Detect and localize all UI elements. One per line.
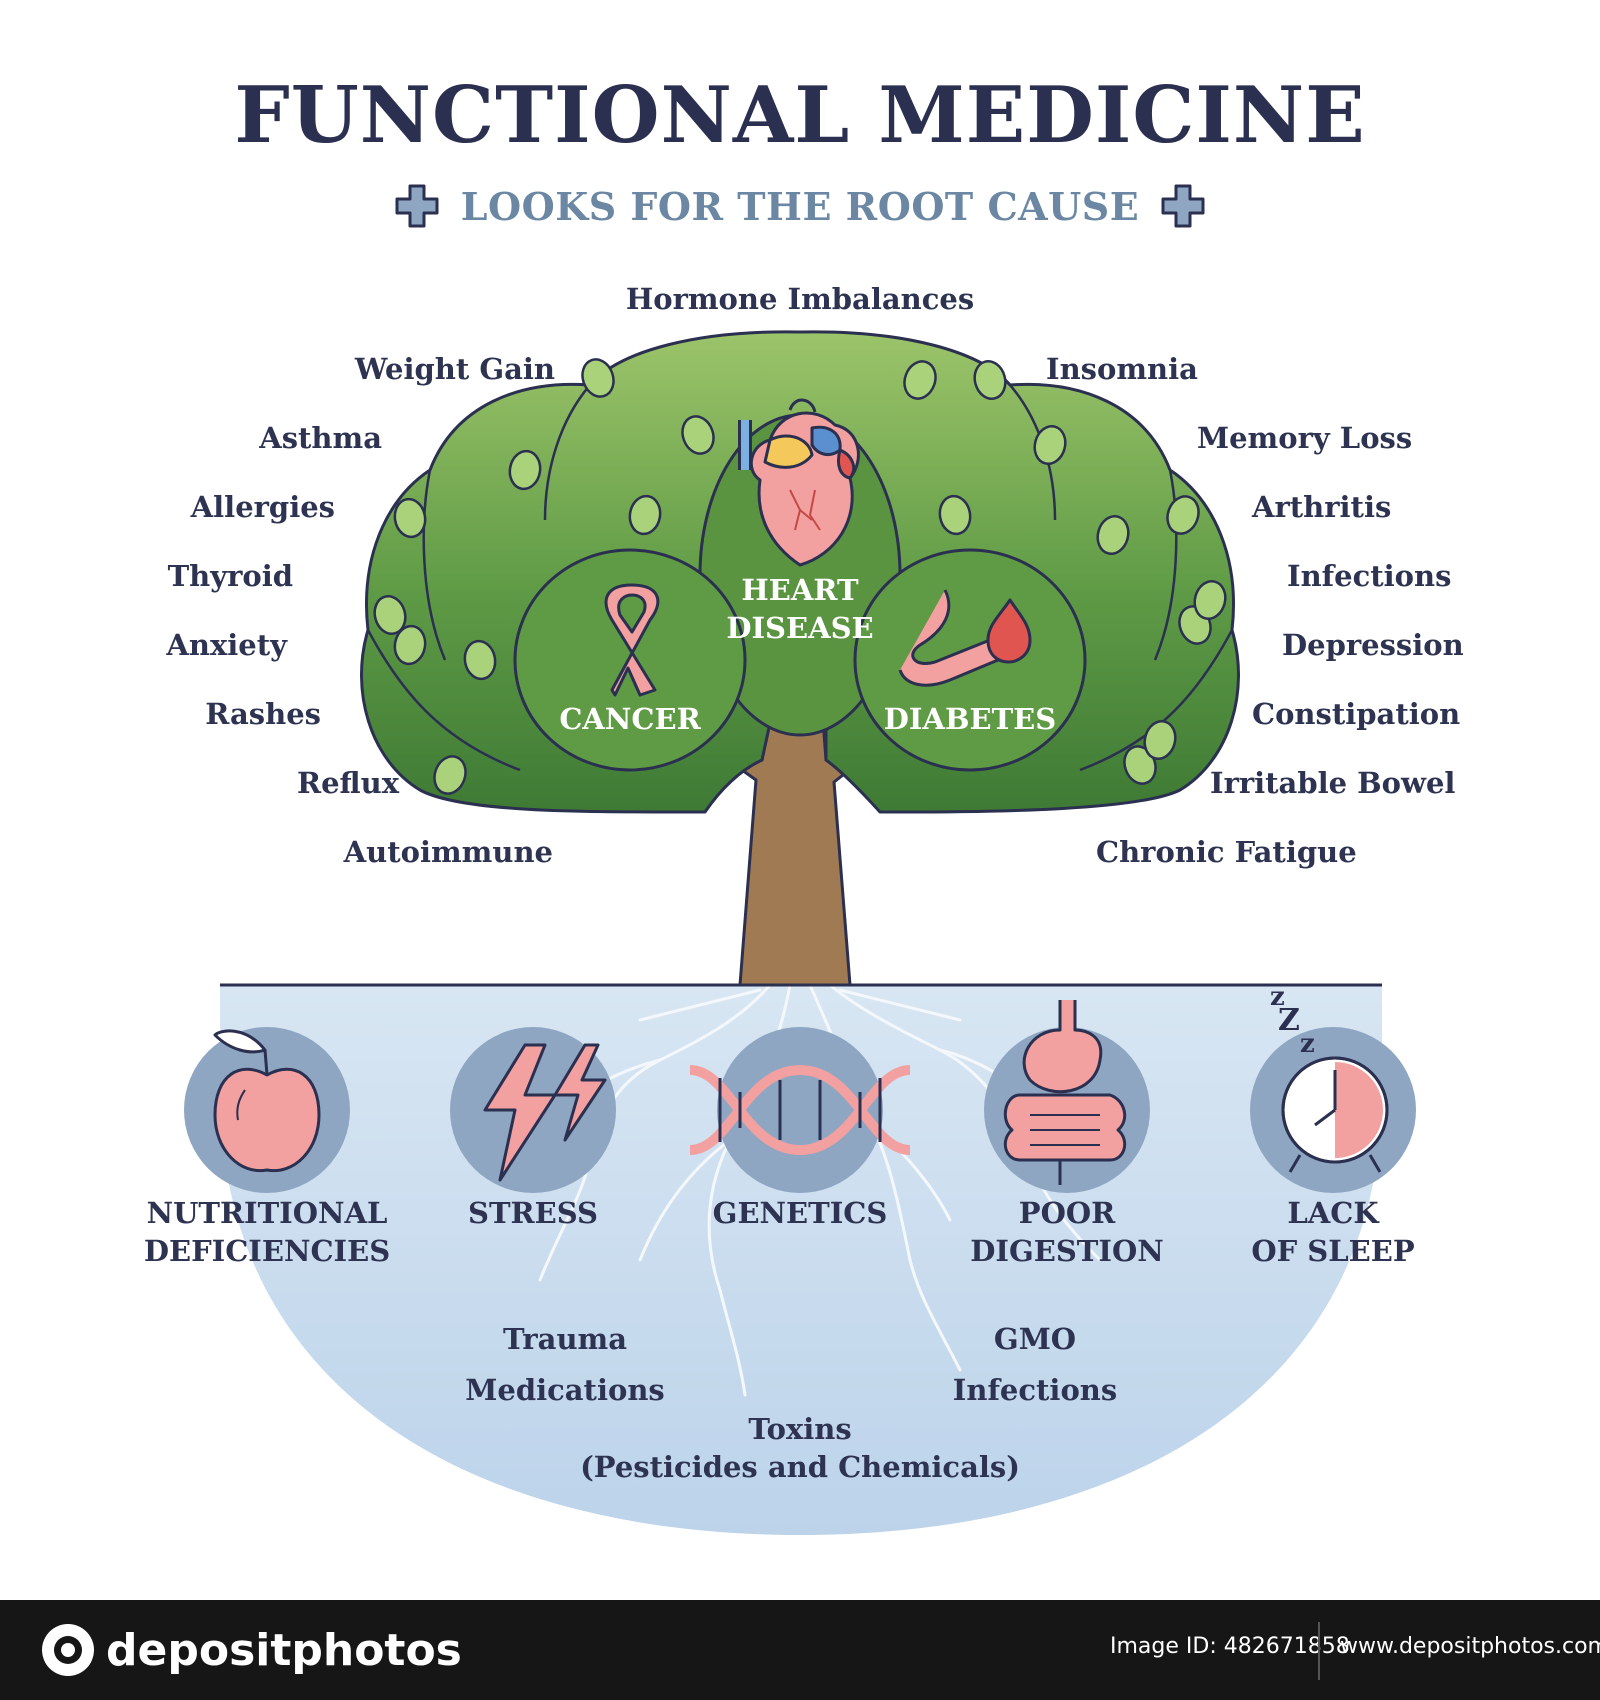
- cause-gmo: GMO: [993, 1322, 1077, 1356]
- alarm-clock-icon: z Z z: [1270, 982, 1389, 1173]
- symptom-left: Allergies: [190, 490, 335, 524]
- stomach-icon: [1003, 1000, 1127, 1185]
- cause-medications: Medications: [465, 1373, 665, 1407]
- cause-infections: Infections: [952, 1373, 1118, 1407]
- image-id: Image ID: 482671858: [1110, 1634, 1350, 1659]
- medical-cross-icon: [1161, 184, 1205, 228]
- root-cause-label-genetics: GENETICS: [712, 1196, 888, 1230]
- page-title: FUNCTIONAL MEDICINE: [234, 70, 1366, 161]
- symptom-left: Weight Gain: [354, 352, 555, 386]
- footer-divider: [1318, 1622, 1320, 1680]
- root-cause-label-nutritional: NUTRITIONAL DEFICIENCIES: [143, 1196, 391, 1268]
- cancer-ribbon-icon: [604, 583, 660, 697]
- symptom-left: Rashes: [205, 697, 321, 731]
- symptom-left: Thyroid: [167, 559, 293, 593]
- cause-toxins-detail: (Pesticides and Chemicals): [580, 1450, 1020, 1484]
- heart-disease-line2: DISEASE: [726, 611, 874, 645]
- medical-cross-icon: [395, 184, 439, 228]
- heart-disease-label: HEART DISEASE: [700, 571, 900, 647]
- heart-disease-line1: HEART: [741, 573, 859, 607]
- symptom-left: Anxiety: [166, 628, 287, 662]
- root-cause-label-sleep: LACK OF SLEEP: [1251, 1196, 1415, 1268]
- symptom-right: Depression: [1282, 628, 1464, 662]
- heart-organ-icon: [738, 398, 860, 567]
- symptom-right: Insomnia: [1046, 352, 1198, 386]
- brand-name: depositphotos: [106, 1624, 462, 1676]
- dna-icon: [689, 1064, 911, 1156]
- diabetes-label: DIABETES: [883, 702, 1057, 736]
- symptom-left: Asthma: [259, 421, 382, 455]
- svg-text:z: z: [1270, 982, 1285, 1012]
- lightning-icon: [483, 1043, 607, 1182]
- diabetes-icon: [898, 589, 1032, 687]
- tree-illustration: z Z z: [184, 330, 1416, 1535]
- root-cause-label-stress: STRESS: [468, 1196, 598, 1230]
- symptom-left: Reflux: [296, 766, 399, 800]
- svg-text:Z: Z: [1278, 1003, 1300, 1038]
- cause-trauma: Trauma: [502, 1322, 628, 1356]
- symptom-right: Arthritis: [1252, 490, 1392, 524]
- symptom-right: Constipation: [1252, 697, 1461, 731]
- symptom-right: Irritable Bowel: [1210, 766, 1456, 800]
- apple-icon: [213, 1029, 321, 1173]
- site-url[interactable]: www.depositphotos.com: [1340, 1634, 1600, 1659]
- subtitle-row: LOOKS FOR THE ROOT CAUSE: [0, 182, 1600, 230]
- svg-text:z: z: [1300, 1029, 1315, 1059]
- cause-toxins: Toxins: [748, 1412, 852, 1446]
- symptom-top: Hormone Imbalances: [625, 282, 975, 316]
- brand-logo[interactable]: depositphotos: [40, 1622, 462, 1678]
- symptom-right: Infections: [1287, 559, 1452, 593]
- camera-logo-icon: [42, 1624, 94, 1676]
- symptom-right: Chronic Fatigue: [1096, 835, 1357, 869]
- symptom-right: Memory Loss: [1197, 421, 1413, 455]
- footer-bar: depositphotos Image ID: 482671858 www.de…: [0, 1600, 1600, 1700]
- leaves: [373, 358, 1227, 795]
- page-subtitle: LOOKS FOR THE ROOT CAUSE: [460, 183, 1140, 229]
- cancer-label: CANCER: [559, 702, 701, 736]
- root-cause-label-digestion: POOR DIGESTION: [970, 1196, 1164, 1268]
- symptom-left: Autoimmune: [343, 835, 553, 869]
